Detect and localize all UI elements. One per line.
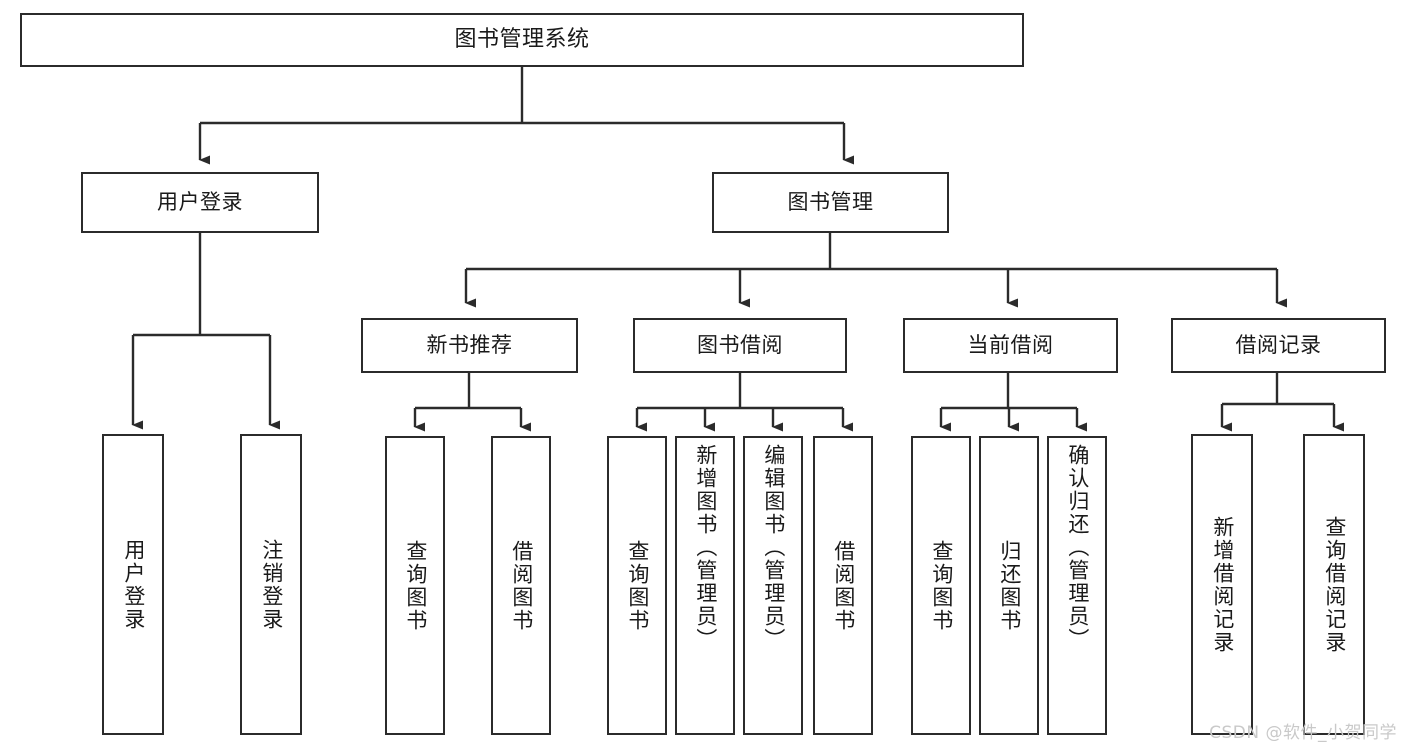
node-label: 用户登录 (157, 189, 243, 214)
node-book-borrow[interactable]: 图书借阅 (633, 318, 847, 373)
node-label: 当前借阅 (967, 332, 1054, 357)
node-label: 归还图书 (997, 539, 1022, 632)
leaf-user-login-logout[interactable]: 注销登录 (240, 434, 302, 735)
node-label: 图书借阅 (697, 332, 783, 357)
leaf-text-wrap: 确认归还（管理员） (1049, 438, 1105, 733)
node-label: 借阅图书 (831, 539, 856, 632)
leaf-text-wrap: 借阅图书 (815, 438, 871, 733)
leaf-text-wrap: 查询借阅记录 (1305, 436, 1363, 733)
node-label: 确认归还（管理员） (1065, 444, 1090, 651)
node-label: 查询借阅记录 (1322, 515, 1347, 654)
leaf-borrow-record-query[interactable]: 查询借阅记录 (1303, 434, 1365, 735)
csdn-watermark: CSDN @软件_小贺同学 (1209, 723, 1397, 743)
leaf-text-wrap: 新增借阅记录 (1193, 436, 1251, 733)
leaf-text-wrap: 注销登录 (242, 436, 300, 733)
edges-bookborrow-to-leaves (635, 373, 853, 432)
node-book-management[interactable]: 图书管理 (712, 172, 949, 233)
leaf-text-wrap: 查询图书 (387, 438, 443, 733)
leaf-new-book-query[interactable]: 查询图书 (385, 436, 445, 735)
leaf-new-book-borrow[interactable]: 借阅图书 (491, 436, 551, 735)
edges-currentborrow-to-leaves (939, 373, 1087, 432)
leaf-text-wrap: 归还图书 (981, 438, 1037, 733)
node-label: 用户登录 (121, 538, 146, 631)
node-user-login[interactable]: 用户登录 (81, 172, 319, 233)
node-label: 图书管理系统 (454, 26, 590, 52)
node-label: 借阅图书 (509, 539, 534, 632)
node-borrow-record[interactable]: 借阅记录 (1171, 318, 1386, 373)
leaf-book-borrow-edit[interactable]: 编辑图书（管理员） (743, 436, 803, 735)
node-label: 借阅记录 (1235, 332, 1322, 357)
edges-root-to-level2 (198, 67, 854, 165)
node-label: 新增借阅记录 (1210, 515, 1235, 654)
edges-borrowrecord-to-leaves (1220, 373, 1344, 432)
leaf-text-wrap: 查询图书 (913, 438, 969, 733)
edges-userlogin-to-leaves (131, 233, 280, 430)
leaf-current-borrow-query[interactable]: 查询图书 (911, 436, 971, 735)
leaf-text-wrap: 编辑图书（管理员） (745, 438, 801, 733)
node-new-book-recommend[interactable]: 新书推荐 (361, 318, 578, 373)
node-label: 注销登录 (259, 538, 284, 631)
leaf-text-wrap: 查询图书 (609, 438, 665, 733)
leaf-text-wrap: 用户登录 (104, 436, 162, 733)
leaf-borrow-record-add[interactable]: 新增借阅记录 (1191, 434, 1253, 735)
leaf-text-wrap: 借阅图书 (493, 438, 549, 733)
leaf-current-borrow-return[interactable]: 归还图书 (979, 436, 1039, 735)
node-label: 图书管理 (787, 189, 874, 214)
node-label: 查询图书 (403, 539, 428, 632)
leaf-text-wrap: 新增图书（管理员） (677, 438, 733, 733)
leaf-user-login-login[interactable]: 用户登录 (102, 434, 164, 735)
node-label: 新增图书（管理员） (693, 444, 718, 651)
leaf-book-borrow-query[interactable]: 查询图书 (607, 436, 667, 735)
node-label: 编辑图书（管理员） (761, 444, 786, 651)
edges-newbook-to-leaves (413, 373, 531, 432)
node-root-system[interactable]: 图书管理系统 (20, 13, 1024, 67)
leaf-current-borrow-confirm[interactable]: 确认归还（管理员） (1047, 436, 1107, 735)
node-current-borrow[interactable]: 当前借阅 (903, 318, 1118, 373)
node-label: 查询图书 (625, 539, 650, 632)
leaf-book-borrow-add[interactable]: 新增图书（管理员） (675, 436, 735, 735)
node-label: 新书推荐 (426, 332, 513, 357)
edges-booklmgmt-to-level3 (464, 233, 1287, 308)
node-label: 查询图书 (929, 539, 954, 632)
leaf-book-borrow-borrow[interactable]: 借阅图书 (813, 436, 873, 735)
